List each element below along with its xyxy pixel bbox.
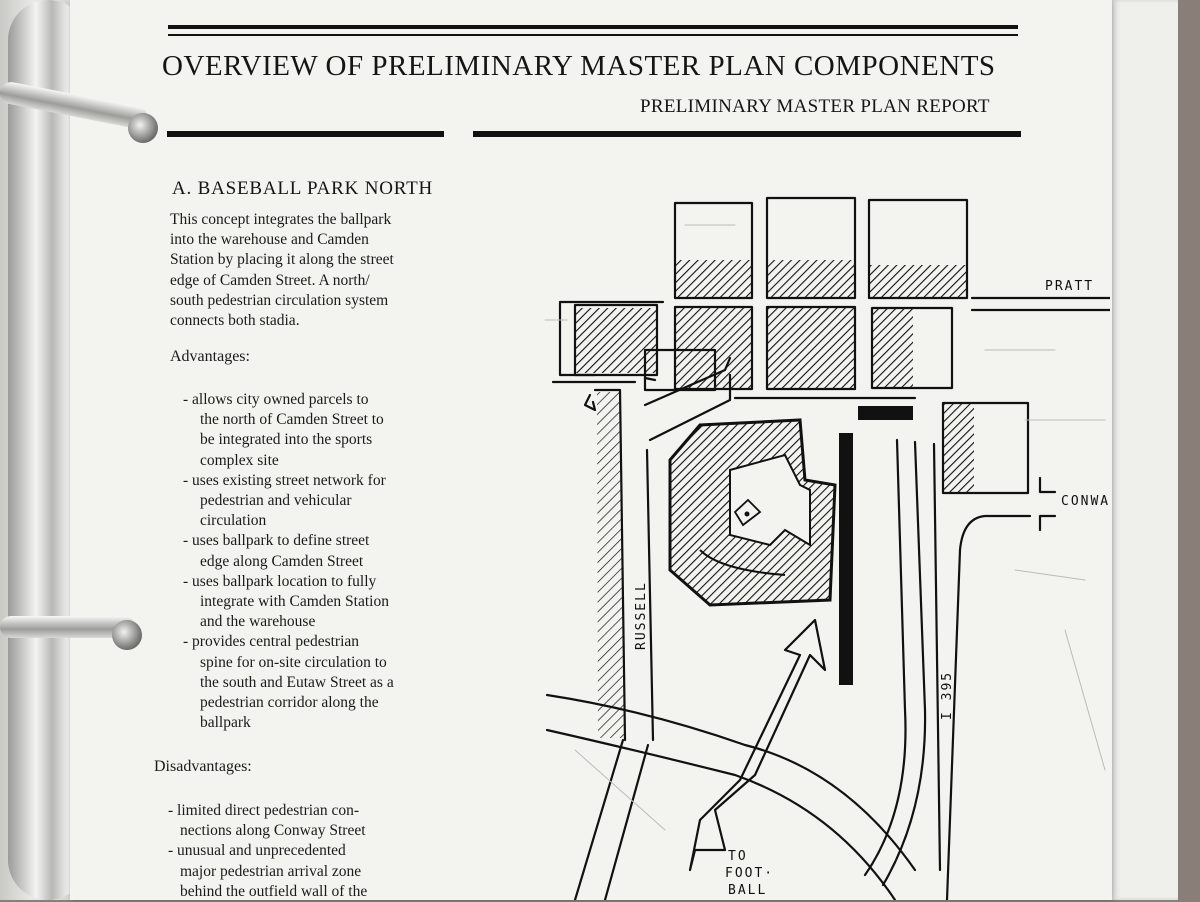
section-heading: A. BASEBALL PARK NORTH [172, 178, 434, 199]
header-rule-left [167, 131, 444, 137]
city-block [870, 306, 954, 390]
intro-line: connects both stadia. [170, 312, 300, 330]
hatched-parcel [944, 404, 974, 492]
page-subtitle: PRELIMINARY MASTER PLAN REPORT [640, 96, 990, 117]
hatched-parcel [576, 308, 656, 373]
diagonal-road [603, 743, 650, 900]
list-item: - uses ballpark to define street edge al… [183, 532, 370, 570]
city-block [573, 303, 659, 377]
pratt-label: PRATT [1045, 279, 1094, 294]
conway-street [1038, 514, 1057, 532]
hatched-parcel [676, 308, 751, 388]
camden-street [551, 376, 657, 384]
russell-label: RUSSELL [634, 581, 649, 650]
intro-line: into the warehouse and Camden [170, 231, 369, 249]
warehouse-building [839, 433, 853, 685]
conway-street [945, 514, 1032, 900]
to-football-label: TO [728, 849, 748, 864]
to-football-label: FOOT· [725, 866, 774, 881]
camden-station-building [858, 406, 913, 420]
to-football-label: BALL [728, 883, 767, 898]
city-block [765, 305, 857, 391]
i395-road [932, 442, 942, 872]
city-block [941, 401, 1030, 495]
list-item: - unusual and unprecedented major pedest… [168, 842, 368, 900]
list-item: - provides central pedestrian spine for … [183, 633, 394, 732]
page-stack [1108, 0, 1178, 900]
pitcher-mound [744, 511, 750, 517]
city-block [765, 196, 857, 300]
hatched-parcel [768, 260, 854, 297]
header-rule-top-thin [168, 34, 1018, 36]
i395-label: I 395 [940, 671, 955, 720]
hatched-parcel [873, 309, 913, 387]
intro-line: south pedestrian circulation system [170, 291, 389, 309]
hatched-parcel [870, 265, 966, 297]
document-page: OVERVIEW OF PRELIMINARY MASTER PLAN COMP… [70, 0, 1112, 900]
binder-ring-top-end [128, 113, 158, 143]
intro-line: edge of Camden Street. A north/ [170, 271, 370, 289]
pedestrian-arrow [688, 618, 827, 872]
pratt-arrow [970, 296, 1110, 312]
diagonal-road [573, 738, 625, 900]
advantages-label: Advantages: [170, 348, 250, 365]
i395-road [881, 440, 927, 887]
list-item: - limited direct pedestrian con- nection… [168, 802, 366, 840]
hatched-parcel [768, 308, 854, 388]
list-item: - allows city owned parcels to the north… [183, 391, 384, 469]
ballpark [668, 418, 837, 607]
hatched-russell-band [597, 392, 624, 738]
intro-paragraph: This concept integrates the ballpark int… [170, 210, 460, 331]
bleacher-arc [699, 549, 786, 576]
conway-label: CONWAY [1061, 494, 1110, 509]
page-title: OVERVIEW OF PRELIMINARY MASTER PLAN COMP… [162, 50, 996, 82]
disadvantages-list: - limited direct pedestrian con- nection… [168, 801, 468, 902]
binder-ring-bottom-end [112, 620, 142, 650]
disadvantages-label: Disadvantages: [154, 758, 252, 775]
header-rule-top [168, 25, 1018, 29]
diagonal-road [545, 728, 897, 900]
city-block [673, 201, 754, 300]
russell-street [593, 388, 627, 742]
intro-line: This concept integrates the ballpark [170, 211, 392, 228]
intro-line: Station by placing it along the street [170, 251, 394, 269]
list-item: - uses existing street network for pedes… [183, 471, 386, 530]
conway-street [1038, 476, 1057, 494]
pratt-street-edge [558, 301, 597, 377]
i395-road [863, 438, 907, 877]
header-rule-right [473, 131, 1021, 137]
russell-street [645, 448, 655, 742]
ballpark-field [729, 453, 811, 547]
binder-ring-bottom [0, 616, 135, 638]
list-item: - uses ballpark location to fully integr… [183, 572, 389, 631]
site-plan-sketch: PRATT CONWAY RUSSELL I 395 TO FOOT· BALL [544, 196, 1110, 900]
hatched-parcel [676, 260, 751, 297]
advantages-list: - allows city owned parcels to the north… [183, 390, 473, 733]
city-block [867, 198, 969, 300]
russell-street [583, 393, 597, 412]
